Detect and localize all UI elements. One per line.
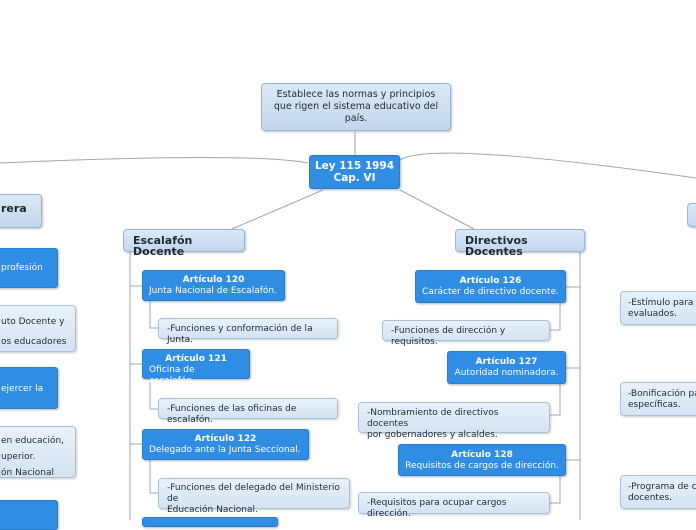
articulo-120-detail[interactable]: -Funciones y conformación de la Junta. [158,318,338,345]
articulo-127-node[interactable]: Artículo 127 Autoridad nominadora. [447,351,566,384]
articulo-128-node[interactable]: Artículo 128 Requisitos de cargos de dir… [398,444,566,476]
left-branch-item-1[interactable]: profesión [0,248,58,288]
left-branch-item-5[interactable] [0,500,58,530]
articulo-127-detail[interactable]: -Nombramiento de directivos docentes por… [358,402,550,440]
articulo-122-node[interactable]: Artículo 122 Delegado ante la Junta Secc… [142,429,309,460]
directivos-header[interactable]: Directivos Docentes [455,229,585,257]
escalafon-header[interactable]: Escalafón Docente [123,229,245,257]
right-branch-header[interactable] [687,203,696,227]
root-node[interactable]: Ley 115 1994 Cap. VI [309,155,400,189]
description-text: Establece las normas y principios que ri… [273,89,439,124]
left-branch-item-3[interactable]: ejercer la [0,367,58,409]
articulo-128-detail[interactable]: -Requisitos para ocupar cargos dirección… [358,492,550,519]
left-branch-item-2[interactable]: uto Docente y os educadores [0,305,76,352]
articulo-122-detail[interactable]: -Funciones del delegado del Ministerio d… [158,478,350,515]
left-branch-item-4[interactable]: en educación, uperior. ón Nacional [0,426,76,478]
articulo-126-detail[interactable]: -Funciones de dirección y requisitos. [382,320,550,347]
description-node[interactable]: Establece las normas y principios que ri… [261,83,451,131]
articulo-121-node[interactable]: Artículo 121 Oficina de escalafón. [142,349,250,386]
root-title: Ley 115 1994 [314,160,395,172]
root-subtitle: Cap. VI [333,172,376,184]
articulo-126-node[interactable]: Artículo 126 Carácter de directivo docen… [415,270,566,303]
right-branch-item-2[interactable]: -Bonificación pa específicas. [620,382,696,416]
articulo-120-node[interactable]: Artículo 120 Junta Nacional de Escalafón… [142,270,285,301]
escalafon-next-node[interactable] [142,517,278,527]
left-branch-header[interactable]: rera [0,194,42,228]
articulo-121-detail[interactable]: -Funciones de las oficinas de escalafón. [158,398,338,425]
right-branch-item-1[interactable]: -Estímulo para e evaluados. [620,291,696,325]
right-branch-item-3[interactable]: -Programa de cr docentes. [620,475,696,509]
